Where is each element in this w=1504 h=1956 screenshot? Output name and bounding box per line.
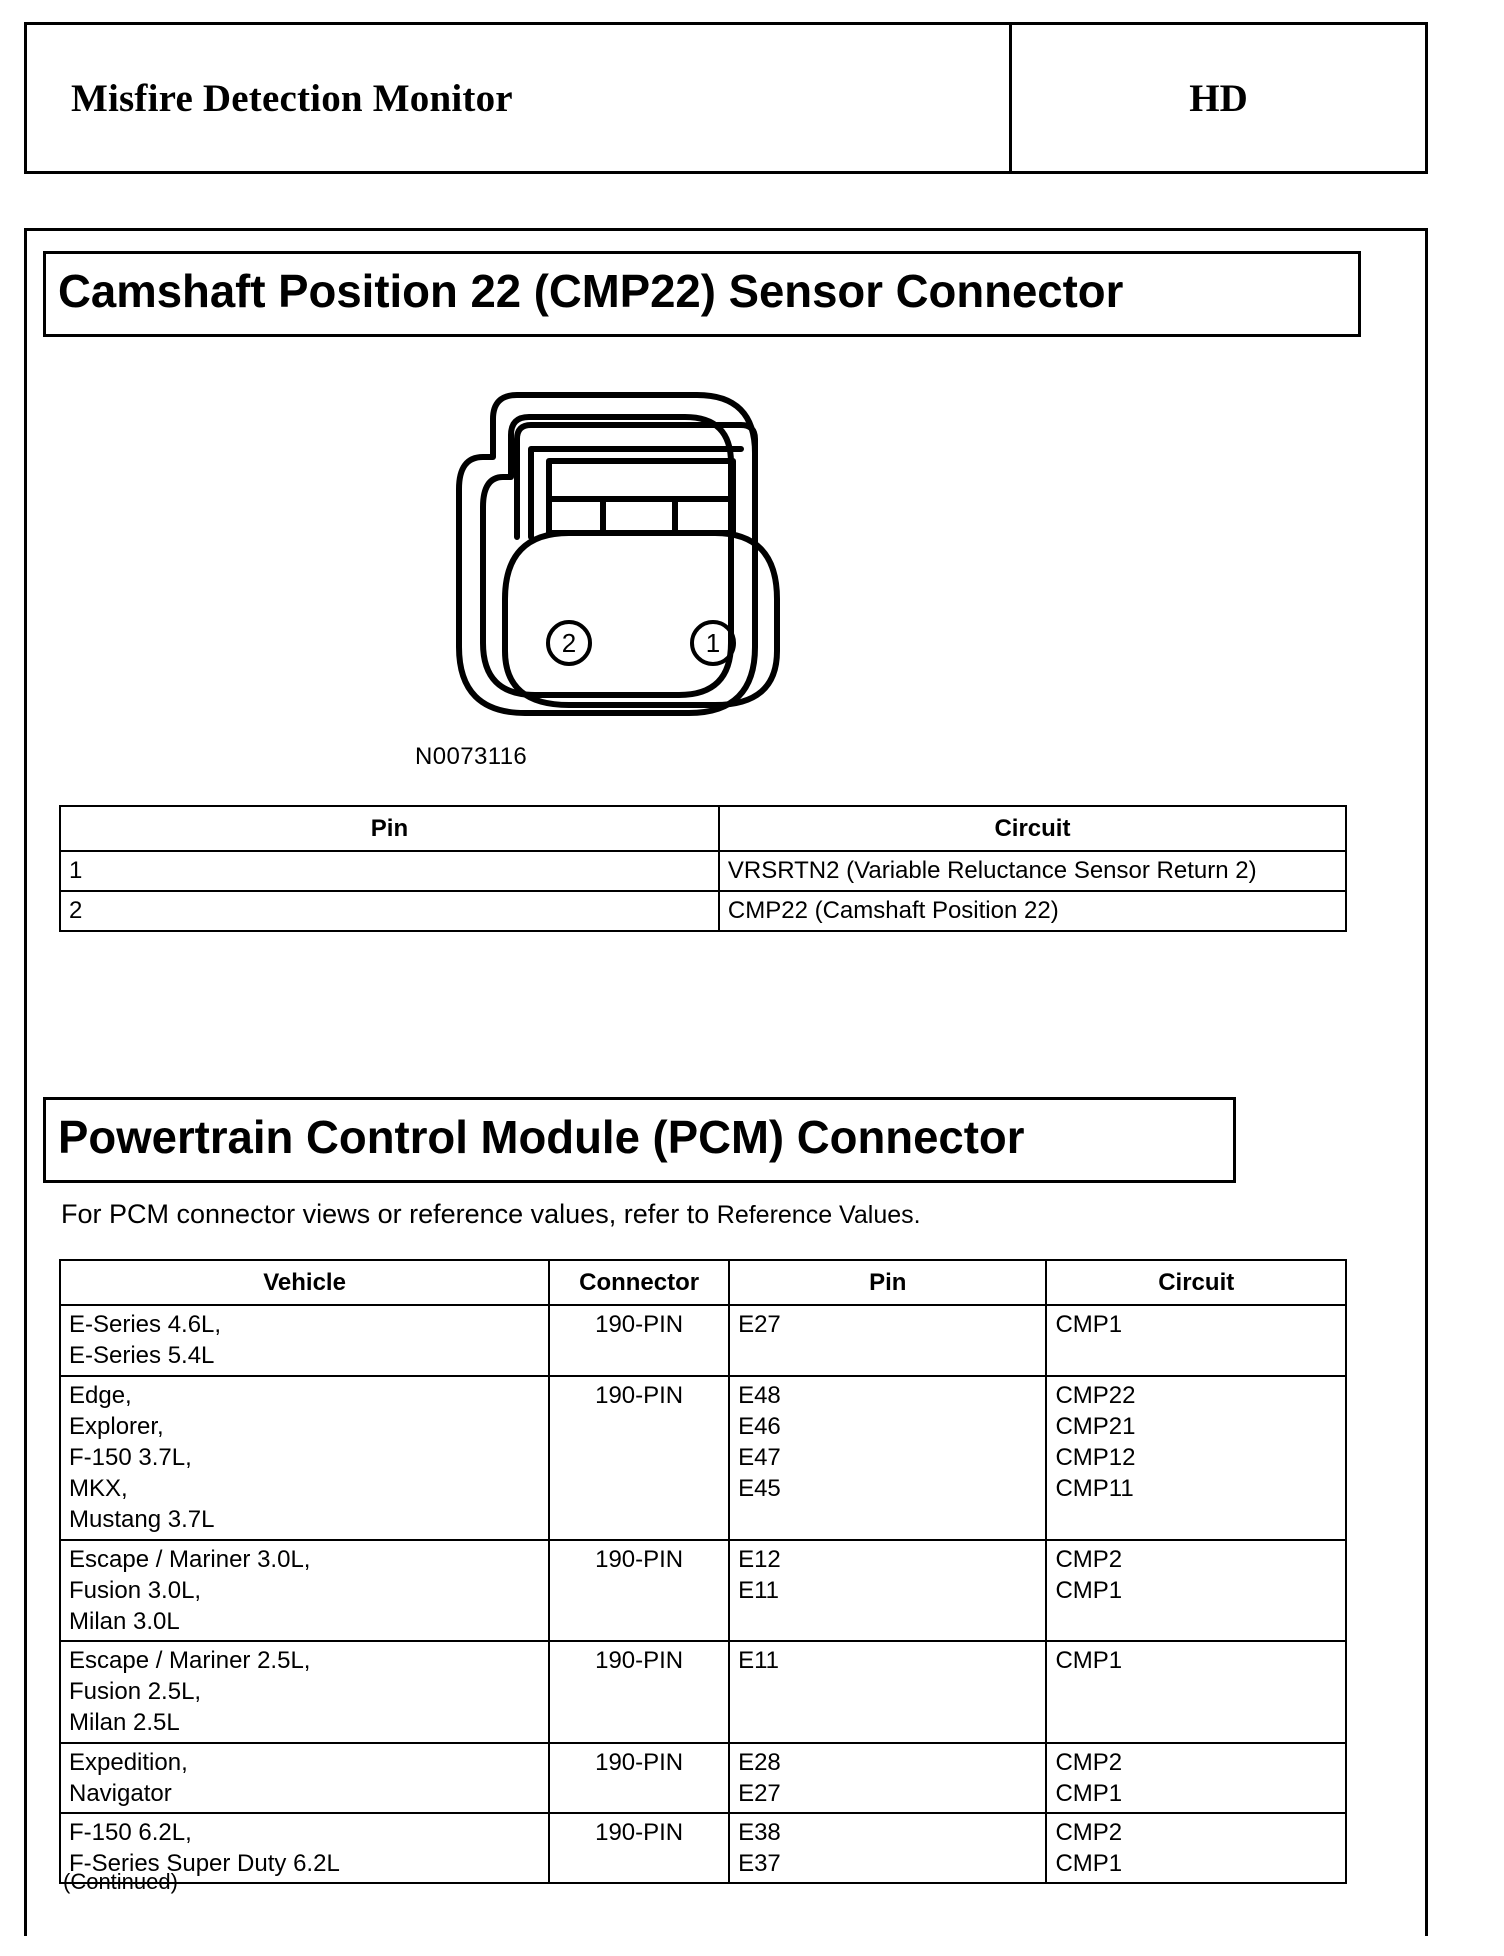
cell-connector: 190-PIN <box>548 1640 731 1744</box>
cell-vehicle: F-150 6.2L,F-Series Super Duty 6.2L <box>58 1811 551 1885</box>
cell-vehicle: E-Series 4.6L,E-Series 5.4L <box>58 1304 551 1377</box>
pin-1-label: 1 <box>706 628 720 658</box>
table-header-row: Pin Circuit <box>59 804 1348 853</box>
section-heading-pcm-label: Powertrain Control Module (PCM) Connecto… <box>58 1111 1025 1163</box>
cell-circuit: CMP1 <box>1045 1640 1347 1744</box>
table-row: 2 CMP22 (Camshaft Position 22) <box>59 890 1348 933</box>
table-header-row: Vehicle Connector Pin Circuit <box>58 1258 1347 1307</box>
cell-circuit: CMP22 (Camshaft Position 22) <box>717 890 1348 933</box>
connector-pin-face <box>502 530 780 708</box>
cell-pin: 1 <box>59 850 720 893</box>
column-header-pin: Pin <box>59 804 720 853</box>
table-row: Escape / Mariner 3.0L,Fusion 3.0L,Milan … <box>58 1538 1347 1643</box>
table-row: Escape / Mariner 2.5L,Fusion 2.5L,Milan … <box>58 1640 1347 1744</box>
section-heading-cmp22-label: Camshaft Position 22 (CMP22) Sensor Conn… <box>58 265 1124 317</box>
cell-vehicle: Expedition,Navigator <box>58 1741 551 1815</box>
continued-note: (Continued) <box>63 1869 178 1894</box>
connector-pin-markers: 2 1 <box>546 620 736 666</box>
page-title: Misfire Detection Monitor <box>71 76 513 120</box>
column-header-vehicle: Vehicle <box>58 1258 551 1307</box>
cell-circuit: VRSRTN2 (Variable Reluctance Sensor Retu… <box>717 850 1348 893</box>
cell-pin: E27 <box>728 1304 1048 1377</box>
pcm-reference-note: For PCM connector views or reference val… <box>61 1199 921 1230</box>
column-header-pin: Pin <box>728 1258 1048 1307</box>
cell-connector: 190-PIN <box>548 1811 731 1885</box>
cell-circuit: CMP1 <box>1045 1304 1347 1377</box>
cmp22-pin-circuit-table: Pin Circuit 1 VRSRTN2 (Variable Reluctan… <box>59 804 1348 933</box>
page-code-badge: HD <box>1189 76 1248 120</box>
column-header-connector: Connector <box>548 1258 731 1307</box>
pin-2-label: 2 <box>562 628 576 658</box>
table-row: 1 VRSRTN2 (Variable Reluctance Sensor Re… <box>59 850 1348 893</box>
content-frame: Camshaft Position 22 (CMP22) Sensor Conn… <box>24 228 1428 1936</box>
page-header-title-cell: Misfire Detection Monitor <box>27 25 1012 171</box>
connector-part-number: N0073116 <box>415 743 528 770</box>
connector-drawing-svg: 2 1 <box>456 392 780 716</box>
page-header: Misfire Detection Monitor HD <box>24 22 1428 174</box>
cell-pin: 2 <box>59 890 720 933</box>
pcm-reference-note-main: For PCM connector views or reference val… <box>61 1199 717 1229</box>
page-header-code-cell: HD <box>1012 25 1425 171</box>
cell-connector: 190-PIN <box>548 1538 731 1643</box>
pcm-reference-note-link: Reference Values. <box>716 1201 921 1229</box>
pin-2-circle <box>546 620 592 666</box>
cell-pin: E11 <box>728 1640 1048 1744</box>
cell-vehicle: Escape / Mariner 2.5L,Fusion 2.5L,Milan … <box>58 1640 551 1744</box>
section-heading-pcm: Powertrain Control Module (PCM) Connecto… <box>43 1097 1236 1183</box>
cell-vehicle: Edge,Explorer,F-150 3.7L,MKX,Mustang 3.7… <box>58 1374 551 1541</box>
cell-vehicle: Escape / Mariner 3.0L,Fusion 3.0L,Milan … <box>58 1538 551 1643</box>
pcm-connector-table: Vehicle Connector Pin Circuit E-Series 4… <box>58 1258 1347 1885</box>
section-heading-cmp22: Camshaft Position 22 (CMP22) Sensor Conn… <box>43 251 1361 337</box>
cell-connector: 190-PIN <box>548 1741 731 1815</box>
cmp22-connector-diagram: 2 1 <box>397 361 817 741</box>
column-header-circuit: Circuit <box>717 804 1348 853</box>
table-row: Edge,Explorer,F-150 3.7L,MKX,Mustang 3.7… <box>58 1374 1347 1541</box>
pin-1-circle <box>690 620 736 666</box>
cell-connector: 190-PIN <box>548 1304 731 1377</box>
connector-latch-inner <box>528 446 744 540</box>
cell-connector: 190-PIN <box>548 1374 731 1541</box>
connector-latch-outer <box>514 422 758 540</box>
column-header-circuit: Circuit <box>1045 1258 1347 1307</box>
